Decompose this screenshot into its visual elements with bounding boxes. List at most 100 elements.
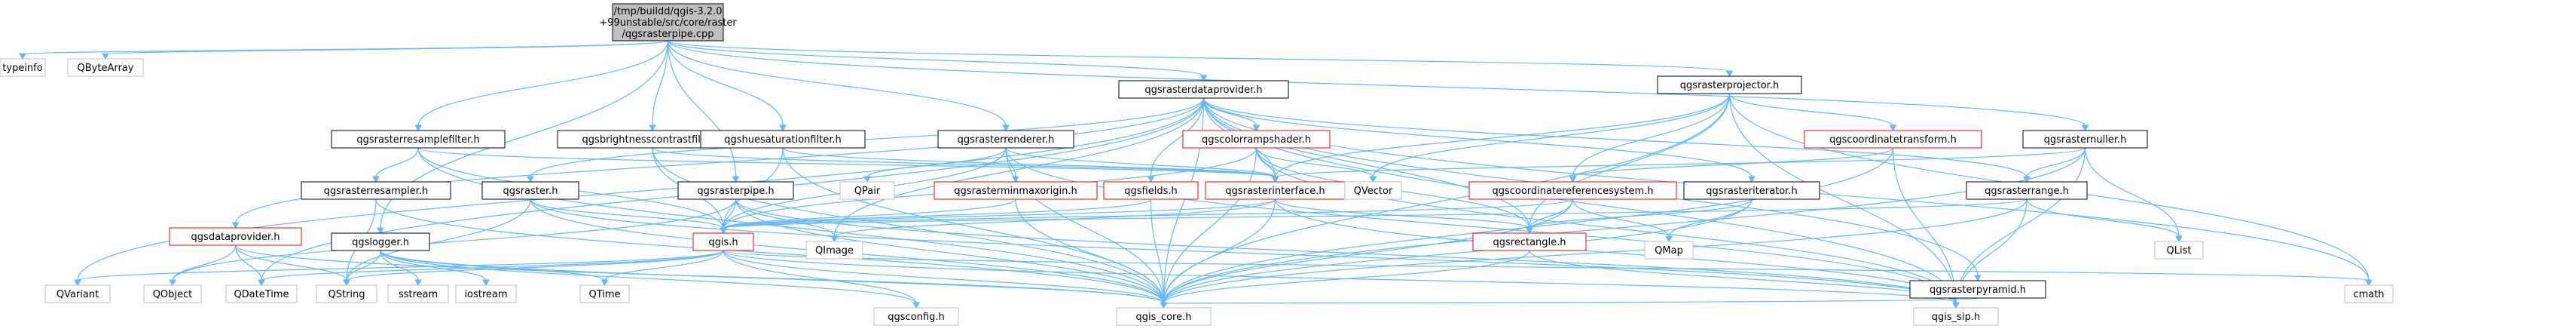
- include-edge: [1202, 97, 1260, 132]
- node-label: qgscoordinatereferencesystem.h: [1492, 186, 1653, 197]
- node-qgscoordinatetransform-h[interactable]: qgscoordinatetransform.h: [1804, 130, 1982, 149]
- node-label: qgsrasterpipe.h: [697, 186, 774, 197]
- include-edge: [2084, 147, 2183, 243]
- node-QDateTime: QDateTime: [225, 284, 298, 303]
- node-label: QObject: [153, 289, 193, 300]
- include-edge: [102, 40, 669, 60]
- node-label: qgsrasterrenderer.h: [958, 134, 1055, 146]
- node-qgscoordinatereferencesystem-h[interactable]: qgscoordinatereferencesystem.h: [1468, 181, 1677, 200]
- node-QMap: QMap: [1644, 241, 1694, 260]
- node-label: qgscolorrampshader.h: [1202, 134, 1311, 146]
- node-qgsrasterrange-h[interactable]: qgsrasterrange.h: [1966, 181, 2088, 200]
- include-edge: [258, 250, 724, 287]
- node-cmath: cmath: [2344, 284, 2394, 303]
- include-edge: [380, 250, 490, 287]
- node-label: /qgsrasterpipe.cpp: [622, 29, 714, 40]
- node-qgshuesaturationfilter-h[interactable]: qgshuesaturationfilter.h: [700, 130, 866, 149]
- node-qgsrasterresamplefilter-h[interactable]: qgsrasterresamplefilter.h: [331, 130, 506, 149]
- include-edge: [1160, 97, 1205, 309]
- include-edge: [723, 250, 920, 309]
- include-edge: [649, 40, 669, 132]
- node-qgsconfig-h: qgsconfig.h: [873, 307, 959, 326]
- node-iostream: iostream: [455, 284, 517, 303]
- node-qgsrasternuller-h[interactable]: qgsrasternuller.h: [2022, 130, 2148, 149]
- node-qgsrasterpipe-h[interactable]: qgsrasterpipe.h: [677, 181, 794, 200]
- node-label: /tmp/buildd/qgis-3.2.0: [613, 6, 722, 17]
- node-label: qgscoordinatetransform.h: [1829, 134, 1957, 146]
- node-qgsfields-h[interactable]: qgsfields.h: [1103, 181, 1199, 200]
- include-edge: [527, 97, 1205, 183]
- node-label: QByteArray: [78, 63, 134, 74]
- include-edge: [231, 97, 1205, 229]
- node-label: +99unstable/src/core/raster: [599, 17, 737, 29]
- node-qgsrasterpyramid-h[interactable]: qgsrasterpyramid.h: [1909, 280, 2046, 299]
- node-qgis-sip-h: qgis_sip.h: [1913, 307, 1999, 326]
- node-label: qgsrasterpyramid.h: [1930, 284, 2026, 296]
- include-edge: [1005, 147, 1019, 183]
- include-edge: [667, 40, 2089, 132]
- include-edge: [667, 40, 1734, 78]
- node-label: qgsrasterresamplefilter.h: [356, 134, 479, 146]
- node-label: QMap: [1655, 245, 1683, 257]
- node-qgsrectangle-h[interactable]: qgsrectangle.h: [1472, 232, 1587, 251]
- node-sstream: sstream: [387, 284, 449, 303]
- include-edge: [380, 250, 609, 287]
- node-root[interactable]: /tmp/buildd/qgis-3.2.0+99unstable/src/co…: [599, 3, 737, 42]
- node-label: qgsrasterprojector.h: [1680, 80, 1779, 91]
- node-qgsrasterprojector-h[interactable]: qgsrasterprojector.h: [1657, 75, 1802, 94]
- include-edge: [372, 147, 419, 183]
- node-qgsrasterrenderer-h[interactable]: qgsrasterrenderer.h: [937, 130, 1074, 149]
- node-typeinfo: typeinfo: [0, 58, 46, 77]
- include-edge: [1160, 297, 1979, 309]
- node-label: qgsrasterresampler.h: [324, 186, 428, 197]
- node-qgsbrightnesscontrastfilter-h[interactable]: qgsbrightnesscontrastfilter.h: [557, 130, 748, 149]
- node-qgscolorrampshader-h[interactable]: qgscolorrampshader.h: [1182, 130, 1331, 149]
- node-QObject: QObject: [143, 284, 202, 303]
- node-label: qgsconfig.h: [888, 312, 944, 323]
- include-edge: [1526, 198, 1752, 235]
- include-edge: [414, 40, 669, 132]
- include-edge: [1271, 93, 1731, 183]
- node-label: QDateTime: [234, 289, 289, 300]
- include-edge: [169, 244, 237, 287]
- node-qgsdataprovider-h[interactable]: qgsdataprovider.h: [169, 227, 302, 246]
- include-edge: [1665, 198, 1752, 243]
- include-edge: [1572, 198, 1673, 243]
- node-qgsraster-h[interactable]: qgsraster.h: [481, 181, 579, 200]
- include-edge: [417, 147, 1168, 309]
- node-qgsrasterdataprovider-h[interactable]: qgsrasterdataprovider.h: [1118, 80, 1289, 99]
- node-label: qgis_sip.h: [1932, 312, 1980, 323]
- include-edge: [1160, 198, 2027, 309]
- node-QVector: QVector: [1344, 181, 1402, 200]
- node-label: cmath: [2353, 289, 2384, 300]
- node-qgsrasterinterface-h[interactable]: qgsrasterinterface.h: [1205, 181, 1346, 200]
- node-label: QImage: [815, 245, 854, 257]
- node-label: qgsdataprovider.h: [191, 232, 280, 243]
- node-QPair: QPair: [839, 181, 895, 200]
- node-label: qgshuesaturationfilter.h: [724, 134, 841, 146]
- include-edge: [720, 198, 1276, 235]
- node-qgslogger-h[interactable]: qgslogger.h: [331, 232, 430, 251]
- node-label: qgslogger.h: [352, 237, 409, 248]
- node-QString: QString: [316, 284, 377, 303]
- include-edge: [667, 40, 740, 183]
- include-edge: [667, 40, 787, 132]
- node-label: QString: [328, 289, 365, 300]
- node-qgis-h[interactable]: qgis.h: [692, 232, 754, 251]
- node-qgsrasterresampler-h[interactable]: qgsrasterresampler.h: [301, 181, 451, 200]
- node-qgsrasteriterator-h[interactable]: qgsrasteriterator.h: [1683, 181, 1820, 200]
- node-label: qgsfields.h: [1124, 186, 1177, 197]
- node-label: sstream: [399, 289, 438, 300]
- include-edge: [1147, 97, 1205, 183]
- edges-layer: [19, 40, 2373, 309]
- node-label: qgsrasternuller.h: [2044, 134, 2127, 146]
- node-qgsrasterminmaxorigin-h[interactable]: qgsrasterminmaxorigin.h: [934, 181, 1098, 200]
- include-edge: [1728, 93, 1897, 132]
- include-edge: [74, 250, 724, 287]
- include-edge: [1160, 93, 1731, 309]
- node-label: qgsrasterdataprovider.h: [1144, 85, 1262, 96]
- include-edge: [1271, 147, 2086, 183]
- node-label: qgsraster.h: [503, 186, 558, 197]
- node-label: qgsrasterminmaxorigin.h: [954, 186, 1077, 197]
